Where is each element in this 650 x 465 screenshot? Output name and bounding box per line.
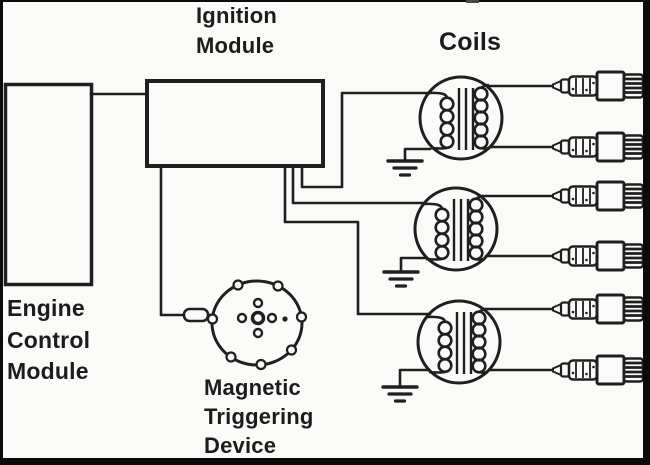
mtd-label-line3: Device <box>204 433 277 458</box>
spark-plug-6-icon <box>551 354 645 386</box>
wire-coil-1-to-ground <box>403 147 432 162</box>
spark-plug-4-icon <box>551 240 645 272</box>
coil-2 <box>413 186 499 272</box>
ignition-module-label: Ignition Module <box>196 1 277 61</box>
trigger-wheel-hub <box>236 297 288 339</box>
magnetic-trigger-wheel <box>206 279 308 371</box>
scan-border-left <box>0 0 3 465</box>
spark-plug-2-icon <box>551 131 645 163</box>
coil-1 <box>418 75 504 161</box>
scan-border-top <box>0 0 650 2</box>
ignition-module-box <box>145 79 325 168</box>
ignition-module-label-line1: Ignition <box>196 3 278 28</box>
ground-symbol-1 <box>386 159 424 177</box>
engine-control-module-label: Engine Control Module <box>7 293 90 388</box>
wire-coil-3-to-ground <box>398 368 431 388</box>
wire-ignition-module-to-trigger <box>159 164 186 317</box>
ecm-label-line1: Engine <box>7 295 85 321</box>
wire-ignition-module-to-coil-2 <box>291 164 427 205</box>
magnetic-triggering-device-label: Magnetic Triggering Device <box>204 373 314 460</box>
coils-label: Coils <box>439 28 502 56</box>
ground-symbol-3 <box>381 385 419 403</box>
mtd-label-line1: Magnetic <box>204 375 301 400</box>
wire-ignition-module-to-coil-3 <box>283 164 432 316</box>
engine-control-module-box <box>3 82 94 287</box>
ecm-label-line3: Module <box>7 358 89 384</box>
spark-plug-5-icon <box>551 293 645 325</box>
trigger-pickup-connector <box>182 307 210 323</box>
ground-symbol-2 <box>382 270 420 288</box>
coil-3 <box>416 299 502 385</box>
wire-coil-2-to-ground <box>399 256 429 273</box>
wire-ignition-module-to-coil-1 <box>300 91 431 189</box>
ecm-label-line2: Control <box>7 326 91 353</box>
ignition-module-label-line2: Module <box>196 33 275 58</box>
scan-border-right <box>643 2 650 465</box>
trigger-wheel-notches <box>206 279 308 371</box>
spark-plug-3-icon <box>551 180 645 212</box>
scan-border-bottom <box>0 458 650 465</box>
scan-artifact-mark <box>466 0 479 3</box>
mtd-label-line2: Triggering <box>204 404 314 429</box>
spark-plug-1-icon <box>551 70 645 102</box>
